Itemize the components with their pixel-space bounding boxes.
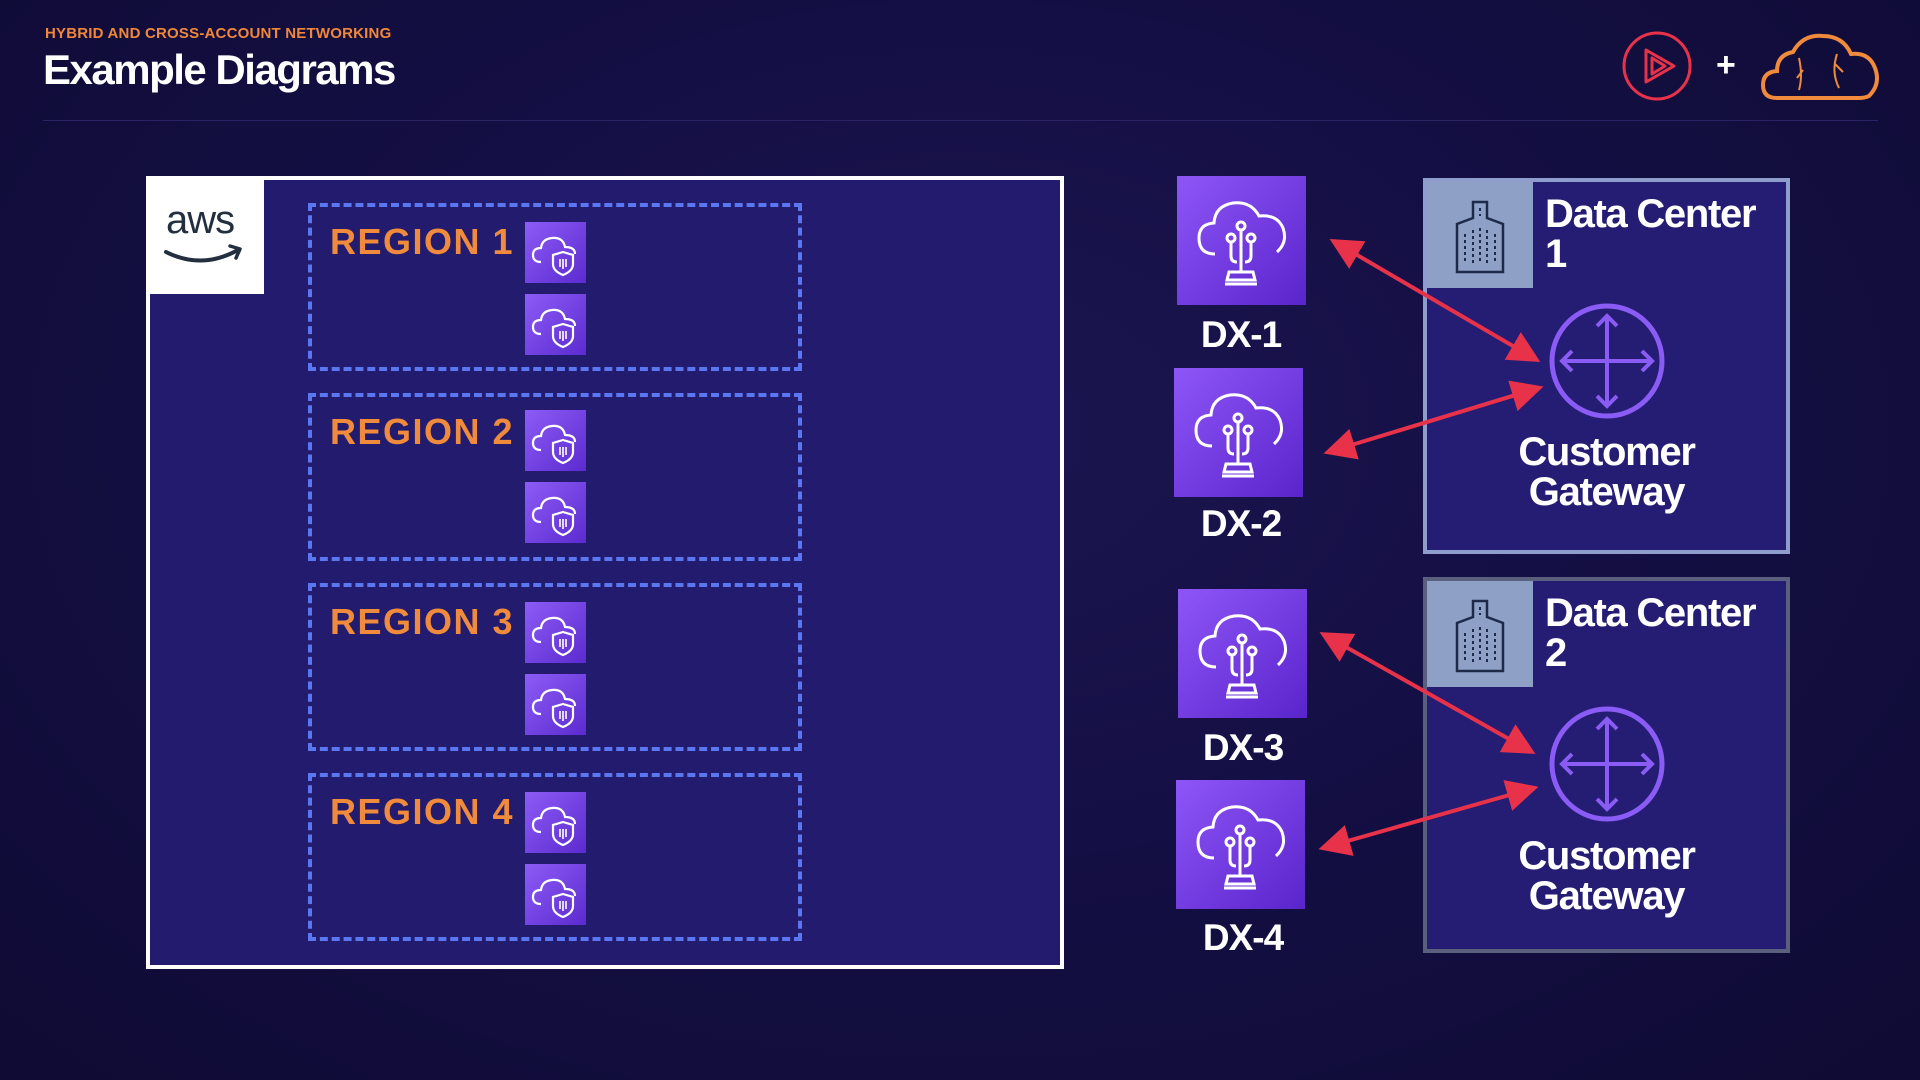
title-line: Data Center xyxy=(1545,192,1757,236)
building-icon xyxy=(1455,200,1505,274)
building-icon-box xyxy=(1427,182,1533,288)
region-label: REGION 1 xyxy=(330,221,515,262)
section-eyebrow: HYBRID AND CROSS-ACCOUNT NETWORKING xyxy=(45,25,392,42)
region-2: REGION 2 xyxy=(308,393,802,561)
gateway-line: Gateway xyxy=(1528,874,1686,918)
region-1: REGION 1 xyxy=(308,203,802,371)
region-label: REGION 4 xyxy=(330,791,515,832)
title-line: 2 xyxy=(1545,631,1567,675)
dx-label: DX-1 xyxy=(1200,314,1282,355)
gateway-line: Customer xyxy=(1518,430,1696,474)
data-center-title: Data Center 1 xyxy=(1545,194,1785,274)
aws-logo-text: aws xyxy=(166,198,235,242)
region-4: REGION 4 xyxy=(308,773,802,941)
building-icon-box xyxy=(1427,581,1533,687)
direct-connect-icon xyxy=(1177,176,1306,305)
vpn-gateway-icon xyxy=(525,792,586,853)
vpn-gateway-icon xyxy=(525,410,586,471)
vpn-gateway-icon xyxy=(525,602,586,663)
customer-gateway-icon xyxy=(1549,706,1665,822)
aws-smile-icon xyxy=(164,244,242,263)
vpn-gateway-icon xyxy=(525,864,586,925)
customer-gateway-icon xyxy=(1549,303,1665,419)
data-center-title: Data Center 2 xyxy=(1545,593,1785,673)
cloud-logo-icon xyxy=(1760,33,1879,100)
dx-label: DX-2 xyxy=(1200,503,1282,544)
brand-logos: + xyxy=(1620,28,1880,108)
customer-gateway-label: Customer Gateway xyxy=(1427,432,1786,512)
region-label: REGION 3 xyxy=(330,601,515,642)
direct-connect-icon xyxy=(1174,368,1303,497)
play-logo-icon xyxy=(1622,31,1692,101)
region-label: REGION 2 xyxy=(330,411,515,452)
data-center-2: Data Center 2 Customer Gateway xyxy=(1423,577,1790,953)
direct-connect-icon xyxy=(1178,589,1307,718)
dx-label: DX-4 xyxy=(1202,917,1284,958)
direct-connect-icon xyxy=(1176,780,1305,909)
vpn-gateway-icon xyxy=(525,222,586,283)
customer-gateway-label: Customer Gateway xyxy=(1427,836,1786,916)
aws-cloud-boundary xyxy=(146,176,1064,969)
region-3: REGION 3 xyxy=(308,583,802,751)
data-center-1: Data Center 1 Customer Gateway xyxy=(1423,178,1790,554)
plus-sign: + xyxy=(1716,46,1736,84)
dx-label: DX-3 xyxy=(1202,727,1284,768)
gateway-line: Gateway xyxy=(1528,470,1686,514)
vpn-gateway-icon xyxy=(525,482,586,543)
vpn-gateway-icon xyxy=(525,294,586,355)
title-line: 1 xyxy=(1545,232,1567,276)
title-line: Data Center xyxy=(1545,591,1757,635)
building-icon xyxy=(1455,599,1505,673)
gateway-line: Customer xyxy=(1518,834,1696,878)
aws-logo: aws xyxy=(146,176,264,294)
title-divider xyxy=(43,120,1878,121)
page-title: Example Diagrams xyxy=(43,46,396,93)
vpn-gateway-icon xyxy=(525,674,586,735)
